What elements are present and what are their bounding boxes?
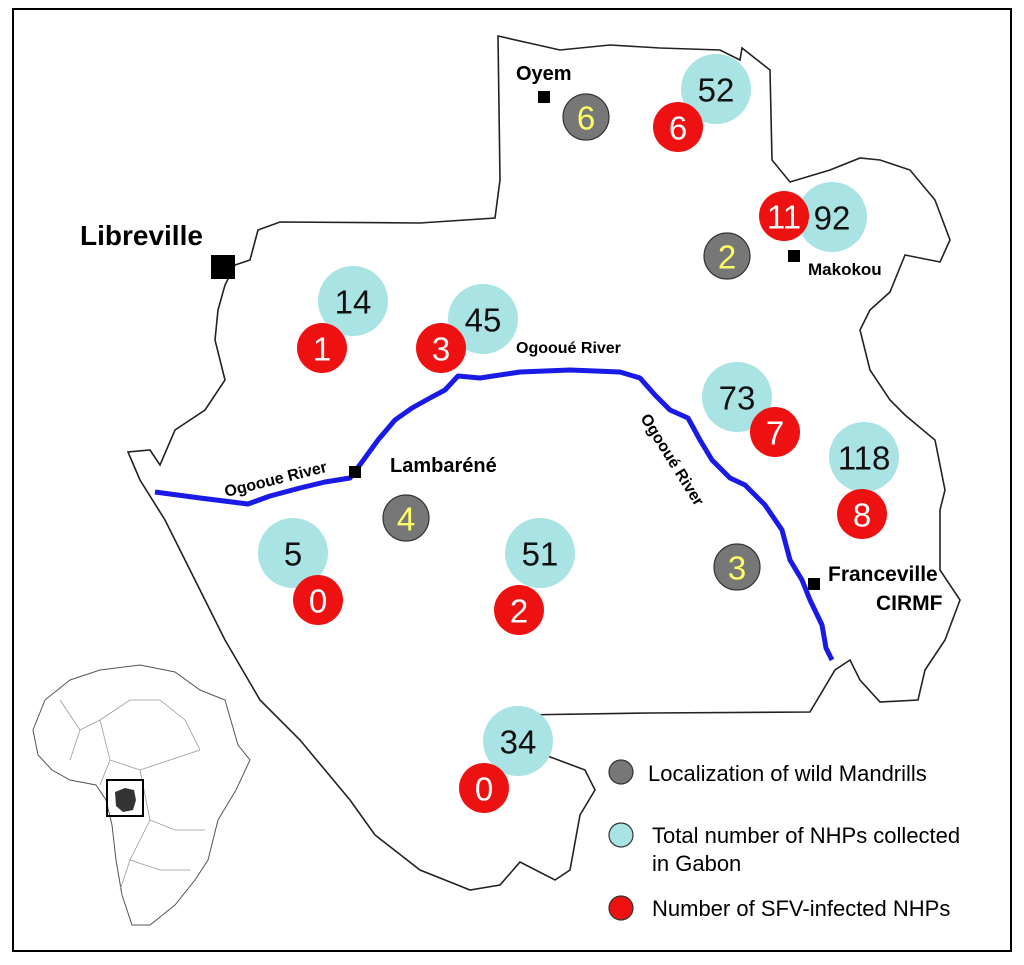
mandrills-circle <box>562 93 610 141</box>
sfv-infected-circle <box>494 585 544 635</box>
sfv-infected-value: 3 <box>432 331 450 368</box>
sfv-infected-value: 7 <box>766 415 784 452</box>
total-nhps-value: 92 <box>814 200 851 237</box>
gabon-inset-shape <box>115 788 136 812</box>
sfv-infected-circle <box>837 489 887 539</box>
gabon-inset-box <box>106 779 144 817</box>
legend: Localization of wild Mandrills Total num… <box>608 759 960 921</box>
libreville-label: Libreville <box>80 220 203 251</box>
total-nhps-value: 14 <box>335 284 372 321</box>
sfv-infected-circle <box>653 102 703 152</box>
total-nhps-value: 34 <box>500 724 537 761</box>
total-nhps-value: 73 <box>719 380 756 417</box>
mandrills-circle <box>703 232 751 280</box>
africa-inset <box>32 664 251 926</box>
oyem-label: Oyem <box>516 63 572 85</box>
franceville-marker <box>808 578 820 590</box>
sfv-infected-value: 11 <box>767 199 801 236</box>
mandrills-value: 4 <box>397 501 415 538</box>
total-nhps-circle <box>797 182 867 252</box>
mandrills-value: 6 <box>577 100 595 137</box>
sfv-infected-circle <box>750 407 800 457</box>
total-nhps-circle <box>829 422 899 492</box>
river-label-north: Ogooué River <box>516 340 621 357</box>
oyem-marker <box>538 91 550 103</box>
mandrills-value: 2 <box>718 239 736 276</box>
legend-mandrills-label: Localization of wild Mandrills <box>648 761 927 786</box>
mandrills-circle <box>713 543 761 591</box>
makokou-label: Makokou <box>808 260 882 279</box>
cirmf-label: CIRMF <box>876 592 943 615</box>
legend-mandrills-swatch <box>608 759 634 785</box>
total-nhps-circle <box>448 284 518 354</box>
total-nhps-circle <box>505 518 575 588</box>
total-nhps-circle <box>318 266 388 336</box>
sfv-infected-value: 8 <box>853 497 871 534</box>
legend-total-label-line2: in Gabon <box>652 851 741 876</box>
sfv-infected-circle <box>297 323 347 373</box>
legend-sfv-swatch <box>608 895 634 921</box>
sfv-infected-circle <box>416 323 466 373</box>
total-nhps-circle <box>258 518 328 588</box>
sfv-infected-circle <box>293 575 343 625</box>
sfv-infected-value: 0 <box>309 583 327 620</box>
total-nhps-value: 118 <box>838 440 891 477</box>
ogooue-river <box>154 367 835 662</box>
makokou-marker <box>788 250 800 262</box>
africa-borders <box>59 699 205 891</box>
lambarene-label: Lambaréné <box>390 455 497 477</box>
sfv-infected-circle <box>759 191 809 241</box>
africa-outline <box>32 664 251 926</box>
legend-total-swatch <box>608 822 634 848</box>
total-nhps-circle <box>702 362 772 432</box>
franceville-label: Franceville <box>828 563 938 586</box>
lambarene-marker <box>349 466 361 478</box>
gabon-outline <box>126 34 961 891</box>
mandrills-circle <box>382 494 430 542</box>
sfv-infected-value: 1 <box>313 331 331 368</box>
libreville-marker <box>211 255 235 279</box>
sfv-infected-value: 2 <box>510 593 528 630</box>
total-nhps-circle <box>483 706 553 776</box>
sfv-infected-value: 6 <box>669 110 687 147</box>
sfv-infected-circle <box>459 763 509 813</box>
legend-sfv-label: Number of SFV-infected NHPs <box>652 896 950 921</box>
total-nhps-value: 52 <box>698 72 735 109</box>
river-label-east: Ogooué River <box>637 411 707 509</box>
total-nhps-value: 5 <box>284 536 302 573</box>
legend-total-label-line1: Total number of NHPs collected <box>652 823 960 848</box>
sfv-infected-value: 0 <box>475 771 493 808</box>
mandrills-value: 3 <box>728 550 746 587</box>
total-nhps-value: 51 <box>522 536 559 573</box>
total-nhps-circle <box>681 54 751 124</box>
total-nhps-value: 45 <box>465 302 502 339</box>
